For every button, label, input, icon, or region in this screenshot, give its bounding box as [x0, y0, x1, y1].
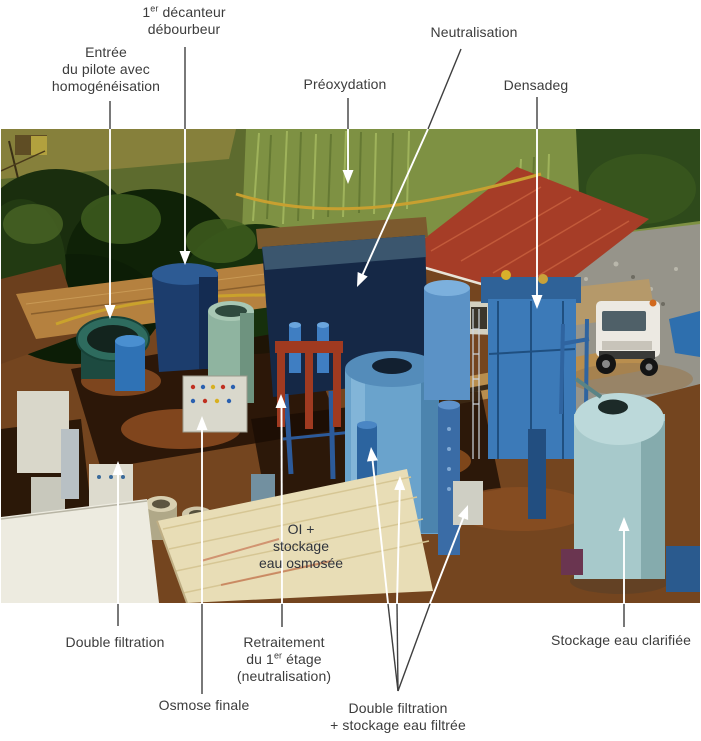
photo-arrowheads — [104, 170, 630, 531]
photo-platforms — [1, 469, 433, 603]
arrowhead-dfs-a — [366, 447, 378, 462]
photo-truck — [557, 279, 700, 395]
label-stockage-clarifiee: Stockage eau clarifiée — [551, 632, 691, 648]
arrowhead-densadeg — [531, 295, 543, 309]
arrowhead-dfs-c — [457, 505, 469, 521]
arrow-line-dfs-b — [396, 488, 401, 604]
arrow-line-retraitement — [280, 406, 283, 604]
tank-stockage-clarifiee — [570, 377, 670, 594]
connector-dfs-c — [397, 603, 431, 692]
label-decanteur: 1er décanteur débourbeur — [142, 3, 226, 37]
arrowhead-dfs-b — [394, 476, 406, 491]
label-preoxydation: Préoxydation — [303, 76, 387, 92]
photo — [1, 129, 700, 603]
arrowhead-preoxydation — [342, 170, 354, 184]
label-retraitement: Retraitement du 1er étage (neutralisatio… — [236, 634, 332, 684]
label-neutralisation: Neutralisation — [430, 24, 518, 40]
annotations — [104, 47, 630, 694]
arrow-line-dfs-c — [429, 515, 465, 604]
label-entree: Entrée du pilote avec homogénéisation — [51, 44, 161, 94]
arrowhead-neutralisation — [357, 271, 368, 287]
connector-dfs-a — [387, 603, 399, 692]
red-frame-structure — [275, 322, 343, 429]
arrowhead-double-filtration — [112, 461, 124, 475]
label-double-filtration-stockage: Double filtration + stockage eau filtrée — [330, 700, 466, 733]
blue-tarp — [669, 311, 700, 357]
blue-frame-right — [559, 318, 590, 415]
building-red-roof — [398, 167, 649, 301]
label-oi-overlay: OI + stockage eau osmosée — [258, 521, 344, 571]
label-double-filtration: Double filtration — [65, 634, 165, 650]
connector-neutralisation — [427, 48, 462, 130]
connector-dfs-b — [396, 603, 399, 692]
control-cabinet — [182, 375, 248, 433]
arrowhead-retraitement — [275, 394, 287, 408]
photo-arrow-lines — [109, 128, 625, 604]
oi-platform — [156, 469, 433, 603]
arrow-line-dfs-a — [371, 459, 389, 604]
arrow-line-neutralisation — [361, 128, 429, 277]
connector-lines — [109, 47, 625, 694]
arrowhead-stockage-clarifiee — [618, 517, 630, 531]
label-densadeg: Densadeg — [503, 77, 569, 93]
arrowhead-decanteur — [179, 251, 191, 265]
arrowhead-osmose-finale — [196, 416, 208, 430]
photo-equipment — [1, 217, 700, 594]
arrowhead-entree — [104, 305, 116, 319]
label-osmose-finale: Osmose finale — [158, 697, 250, 713]
